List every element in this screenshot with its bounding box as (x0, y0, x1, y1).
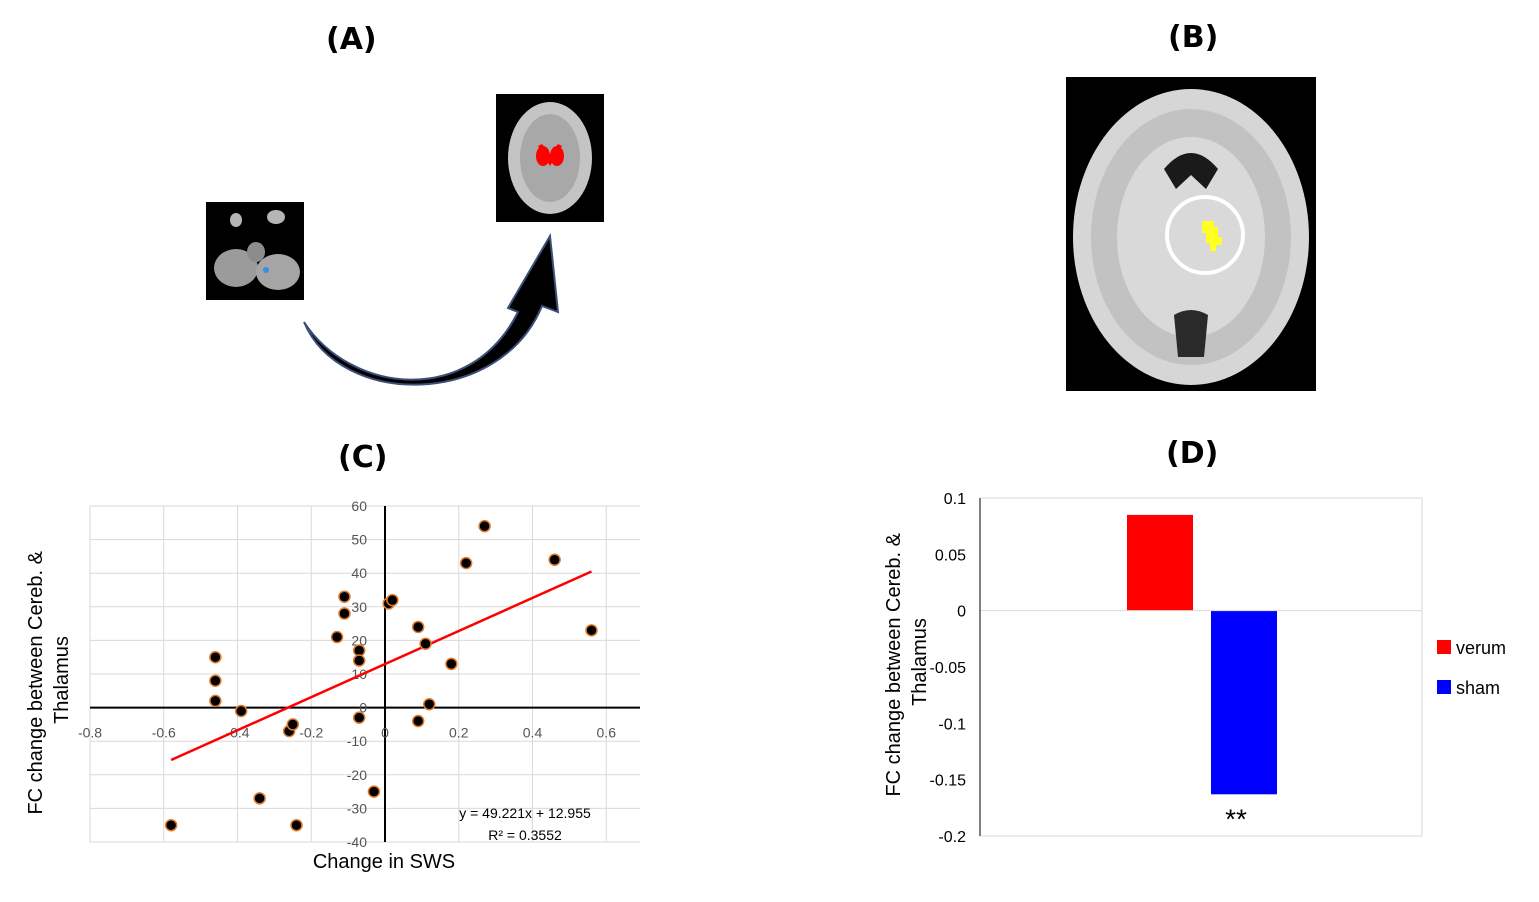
data-point (548, 553, 561, 567)
cerebellum-image (206, 202, 304, 300)
bar-verum (1127, 514, 1193, 611)
data-point (253, 792, 266, 805)
axes (90, 506, 640, 842)
y-tick-label: -40 (347, 834, 367, 850)
data-point (367, 785, 381, 798)
x-tick-label: -0.8 (78, 725, 102, 741)
data-point (585, 624, 598, 637)
curved-arrow-icon (303, 232, 560, 386)
legend-swatch-verum (1437, 640, 1451, 654)
data-point (164, 818, 178, 832)
y-tick-label: -30 (347, 800, 367, 816)
y-tick-label: 60 (351, 498, 367, 514)
x-axis-title: Change in SWS (313, 851, 455, 873)
y-tick-label: 0 (359, 700, 367, 716)
data-point (445, 657, 458, 671)
y-tick-label: 20 (351, 632, 367, 648)
legend-label-sham: sham (1456, 678, 1500, 698)
y-tick-label: 40 (351, 565, 367, 581)
y-tick-label: 30 (351, 599, 367, 615)
panel-b-brain-image (1066, 77, 1316, 391)
y-axis-title: FC change between Cereb. & Thalamus (25, 545, 73, 814)
y-tick-label: -0.15 (930, 773, 967, 790)
data-point (338, 590, 351, 603)
data-point (338, 607, 351, 620)
bars (1127, 514, 1277, 795)
y-tick-label: -0.2 (938, 829, 966, 846)
r-squared-label: R² = 0.3552 (488, 827, 562, 843)
x-tick-label: 0.4 (523, 725, 543, 741)
data-point (419, 637, 432, 651)
y-tick-label: 0.05 (935, 547, 966, 564)
y-axis-title: FC change between Cereb. & Thalamus (883, 527, 931, 796)
bar-sham (1211, 610, 1277, 795)
y-tick-label: 50 (351, 532, 367, 548)
y-tick-label: -10 (347, 733, 367, 749)
legend-label-verum: verum (1456, 638, 1506, 658)
equation-label: y = 49.221x + 12.955 (459, 805, 591, 821)
tick-labels: 0.1 0.05 0 -0.05 -0.1 -0.15 -0.2 (930, 491, 967, 846)
data-point (459, 556, 473, 570)
y-tick-label: -20 (347, 767, 367, 783)
data-point (478, 519, 491, 533)
bar-chart: 0.10.050-0.05-0.1-0.15-0.2 ** verumsham … (883, 491, 1506, 846)
legend: verum sham (1437, 638, 1506, 698)
x-tick-label: 0 (381, 725, 389, 741)
data-point (330, 630, 344, 644)
data-points (164, 519, 598, 832)
panel-label-b: (B) (1168, 20, 1219, 55)
data-point (411, 620, 425, 634)
data-point (209, 674, 222, 687)
data-point (209, 694, 222, 708)
data-point (386, 593, 399, 607)
x-tick-label: 0.2 (449, 725, 469, 741)
thalamus-image (496, 94, 604, 222)
data-point (290, 818, 303, 832)
data-point (352, 654, 366, 667)
plot-frame (979, 497, 1423, 837)
x-tick-label: -0.2 (299, 725, 323, 741)
y-tick-label: 0.1 (944, 491, 966, 508)
tick-labels: -40-30-20-100102030405060-0.8-0.6-0.4-0.… (78, 498, 617, 850)
significance-annotation: ** (1225, 803, 1247, 834)
panel-label-d: (D) (1166, 436, 1219, 471)
panel-label-c: (C) (338, 440, 388, 475)
panel-label-a: (A) (326, 22, 377, 57)
y-tick-label: 0 (957, 604, 966, 621)
legend-swatch-sham (1437, 680, 1451, 694)
scatter-chart: -40-30-20-100102030405060-0.8-0.6-0.4-0.… (25, 498, 640, 873)
data-point (352, 711, 366, 724)
y-tick-label: -0.1 (938, 716, 966, 733)
data-point (411, 714, 425, 728)
x-tick-label: 0.6 (597, 725, 617, 741)
x-tick-label: -0.6 (152, 725, 176, 741)
data-point (286, 718, 300, 731)
data-point (234, 704, 248, 718)
data-point (423, 697, 436, 711)
data-point (209, 650, 222, 664)
trendline (170, 570, 593, 762)
panel-a-figure (206, 94, 604, 386)
y-tick-label: -0.05 (930, 660, 967, 677)
